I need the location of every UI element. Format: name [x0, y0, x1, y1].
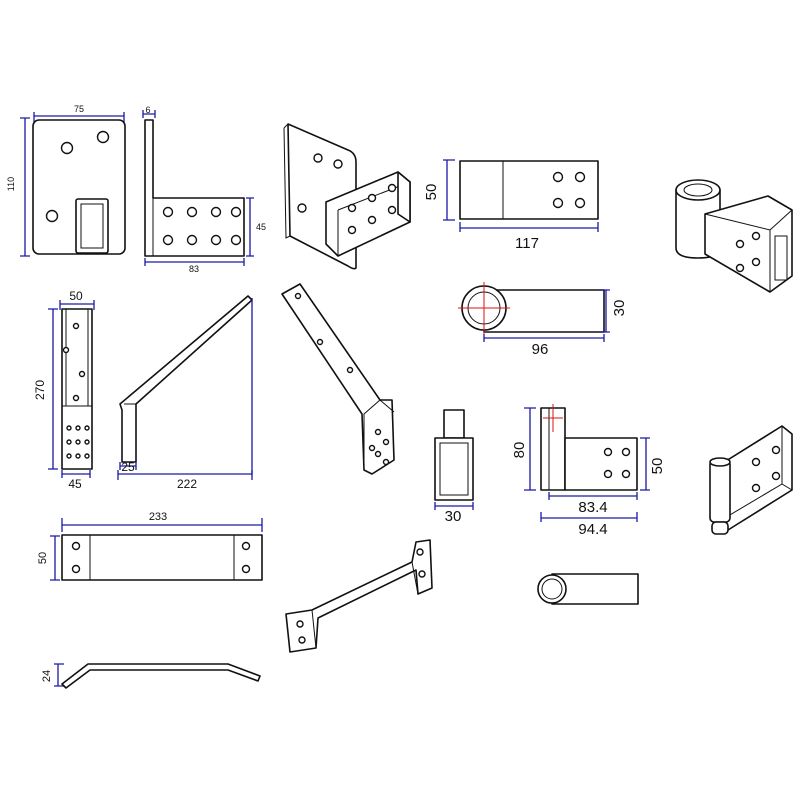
iso-hinge-pin: [711, 521, 729, 535]
strap-length-label: 233: [149, 511, 167, 523]
ring-length-label: 96: [532, 341, 549, 358]
upright-front-view: 50 270 45: [33, 289, 95, 491]
post-width-label: 30: [445, 508, 462, 525]
upright-base-label: 45: [68, 477, 82, 491]
mounting-plate-view: 75 110: [6, 104, 126, 257]
post-width-dimension-line: [434, 502, 474, 510]
stay-leg-dimension-line: [119, 462, 137, 470]
sleeve-body: [459, 160, 599, 220]
angle-thickness-dimension-line: [142, 110, 156, 118]
plate-hole: [60, 141, 74, 155]
strap-profile: [61, 663, 261, 689]
iso-tube-holes: [347, 183, 397, 235]
upright-height-label: 270: [33, 380, 47, 400]
bent-bar-iso: [281, 283, 395, 475]
upright-base-dimension-line: [61, 470, 91, 478]
angle-length-dimension-line: [144, 258, 245, 266]
stay-leg-label: 25: [121, 460, 135, 474]
spacer-inner-label: 83.4: [578, 499, 607, 516]
angle-depth-label: 45: [256, 222, 266, 232]
sleeve-length-dimension-line: [459, 222, 599, 232]
plate-slot: [75, 198, 109, 254]
post-body: [434, 437, 474, 501]
strap-width-label: 50: [37, 552, 49, 564]
plate-slot-inner: [80, 203, 104, 249]
angle-bracket-profile: [144, 119, 245, 257]
stay-profile: [119, 295, 253, 463]
strap-length-dimension-line: [61, 518, 263, 532]
stay-length-dimension-line: [117, 470, 253, 480]
upright-width-dimension-line: [59, 300, 95, 310]
strap-rise-label: 24: [41, 670, 53, 682]
angle-length-label: 83: [189, 264, 199, 274]
iso-ring-top: [675, 179, 721, 201]
angle-thickness-label: 6: [145, 105, 150, 115]
spacer-plate: [564, 437, 638, 491]
stay-side-view: 25 222: [117, 295, 253, 491]
sleeve-side-view: 50 117: [423, 159, 599, 252]
plate-hole: [45, 209, 59, 223]
ring-length-dimension-line: [483, 334, 605, 342]
spacer-side-label: 50: [649, 458, 666, 475]
strap-side-profile: 24: [41, 663, 261, 689]
sleeve-height-dimension-line: [443, 159, 455, 221]
cranked-strap-iso: [285, 539, 433, 653]
spacer-height-dimension-line: [524, 407, 536, 491]
spacer-side-dimension-line: [640, 437, 650, 491]
spacer-height-label: 80: [511, 442, 528, 459]
post-neck: [443, 409, 465, 439]
iso-square-tube: [704, 195, 793, 293]
iso-cranked-strap: [285, 539, 433, 653]
angle-bracket-view: 6 45 83: [142, 105, 266, 274]
plate-height-dimension-line: [20, 117, 30, 257]
strap-body: [61, 534, 263, 581]
small-sleeve-side-view: [537, 573, 639, 605]
strap-width-dimension-line: [50, 535, 60, 581]
hinge-bracket-iso: [709, 425, 793, 535]
plate-tube-bracket-iso: [283, 123, 411, 270]
ring-height-dimension-line: [600, 289, 610, 333]
upright-height-dimension-line: [48, 308, 58, 470]
strap-rise-dimension-line: [54, 663, 64, 687]
spacer-total-dimension-line: [540, 512, 638, 522]
stay-length-label: 222: [177, 477, 197, 491]
plate-width-dimension-line: [33, 112, 125, 122]
spacer-bracket-side-view: 80 50 83.4 94.4: [511, 404, 666, 538]
plate-height-label: 110: [6, 177, 16, 191]
spacer-center-mark: [543, 404, 563, 432]
spacer-inner-dimension-line: [548, 492, 638, 500]
iso-tube-end: [397, 171, 411, 223]
sleeve-height-label: 50: [423, 184, 440, 201]
upright-hole-grid: [66, 425, 90, 459]
spacer-total-label: 94.4: [578, 521, 607, 538]
angle-hole-grid: [162, 206, 242, 246]
iso-bent-bar: [281, 283, 395, 475]
ring-bracket-side-view: 30 96: [458, 282, 628, 358]
upright-width-label: 50: [69, 289, 83, 303]
strap-plan-view: 233 50: [37, 511, 263, 581]
plate-hole: [96, 130, 110, 144]
angle-depth-dimension-line: [246, 197, 254, 257]
ring-center-mark: [458, 282, 510, 334]
iso-hinge-knuckle: [709, 459, 731, 523]
plate-width-label: 75: [74, 104, 84, 114]
post-front-view: 30: [434, 409, 474, 525]
ring-height-label: 30: [611, 300, 628, 317]
ring-tube-iso: [675, 179, 793, 293]
sleeve-length-label: 117: [515, 235, 539, 252]
